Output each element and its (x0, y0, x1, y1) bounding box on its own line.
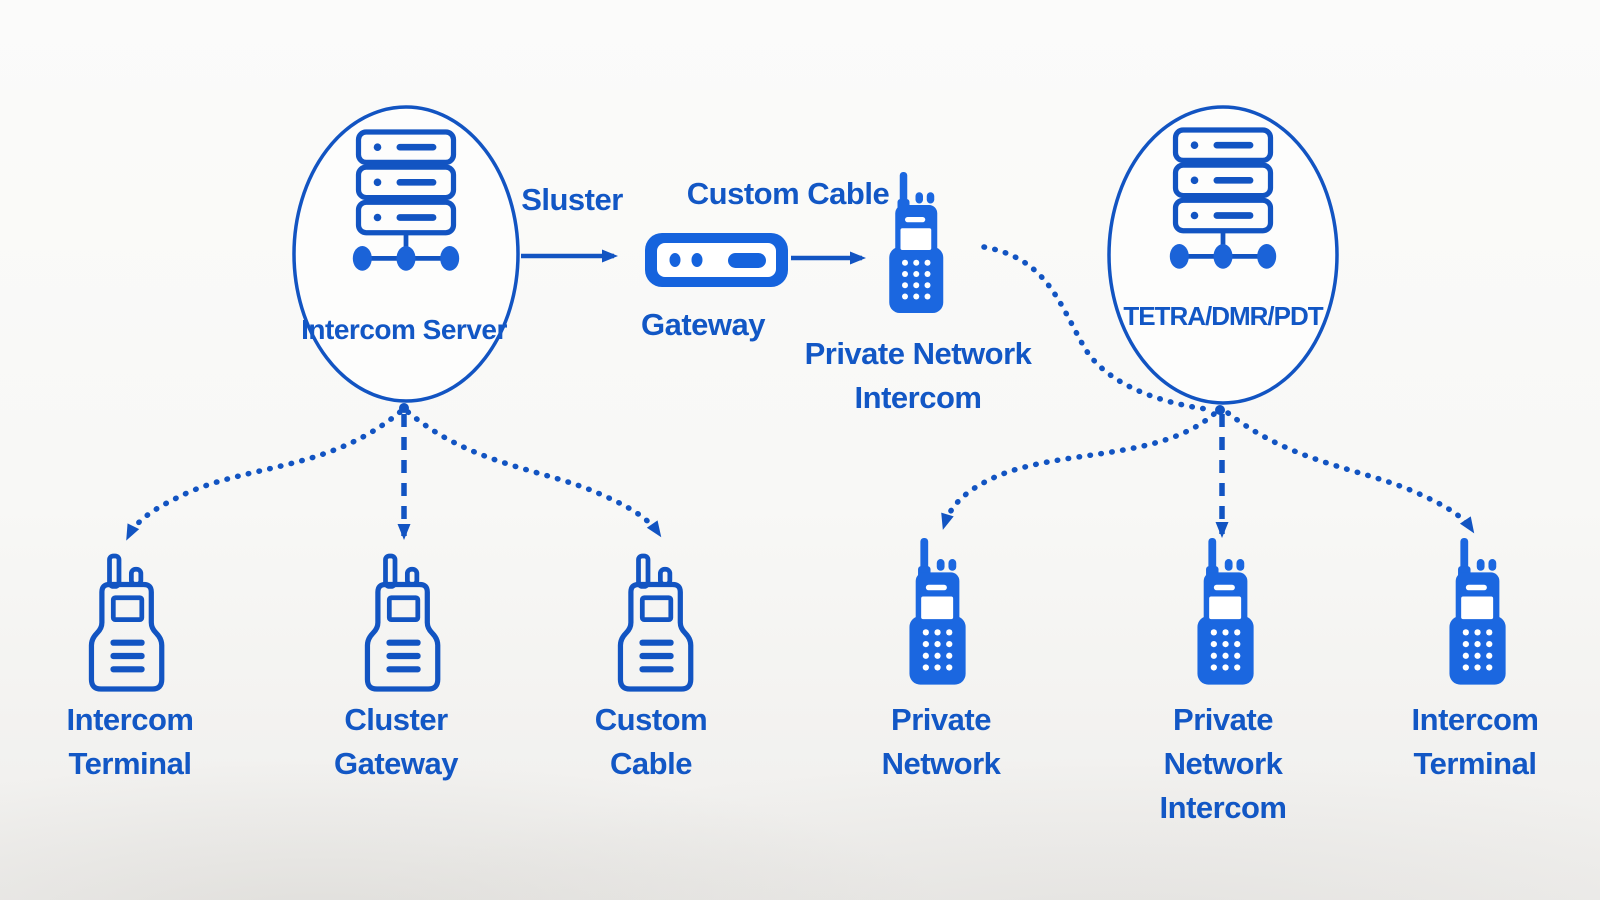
gateway-icon (645, 233, 788, 287)
right-fan-origin (1215, 405, 1225, 415)
right-hub-label: TETRA/DMR/PDT (1123, 301, 1323, 331)
gateway-label: Gateway (640, 307, 766, 342)
link1-label: Sluster (521, 182, 623, 217)
private-network-intercom-radio-icon (889, 172, 944, 313)
left-terminal-2-label: Cluster Gateway (333, 702, 459, 782)
private-network-intercom-terminal-radio-icon (1197, 538, 1254, 685)
dotted-arrow-left-1 (125, 409, 403, 541)
cluster-gateway-radio-icon (367, 556, 437, 689)
right-terminal-2-label: Private Network Intercom (1159, 702, 1287, 826)
dotted-arrow-left-3 (405, 409, 662, 538)
left-terminal-1-label: Intercom Terminal (66, 702, 194, 782)
custom-cable-radio-icon (620, 556, 690, 689)
right-terminal-1-label: Private Network (881, 702, 1001, 782)
left-hub-label: Intercom Server (301, 314, 507, 345)
link2-label: Custom Cable (686, 176, 890, 211)
left-terminal-3-label: Custom Cable (594, 702, 708, 782)
intercom-terminal-right-radio-icon (1449, 538, 1506, 685)
dotted-link-radio-to-right-hub (981, 244, 1209, 412)
right-terminal-3-label: Intercom Terminal (1411, 702, 1539, 782)
dotted-arrow-right-3 (1225, 410, 1475, 534)
intercom-terminal-radio-icon (91, 556, 161, 689)
private-network-radio-icon (909, 538, 966, 685)
dotted-arrow-right-1 (941, 411, 1217, 530)
chain-radio-label: Private Network Intercom (804, 336, 1032, 416)
